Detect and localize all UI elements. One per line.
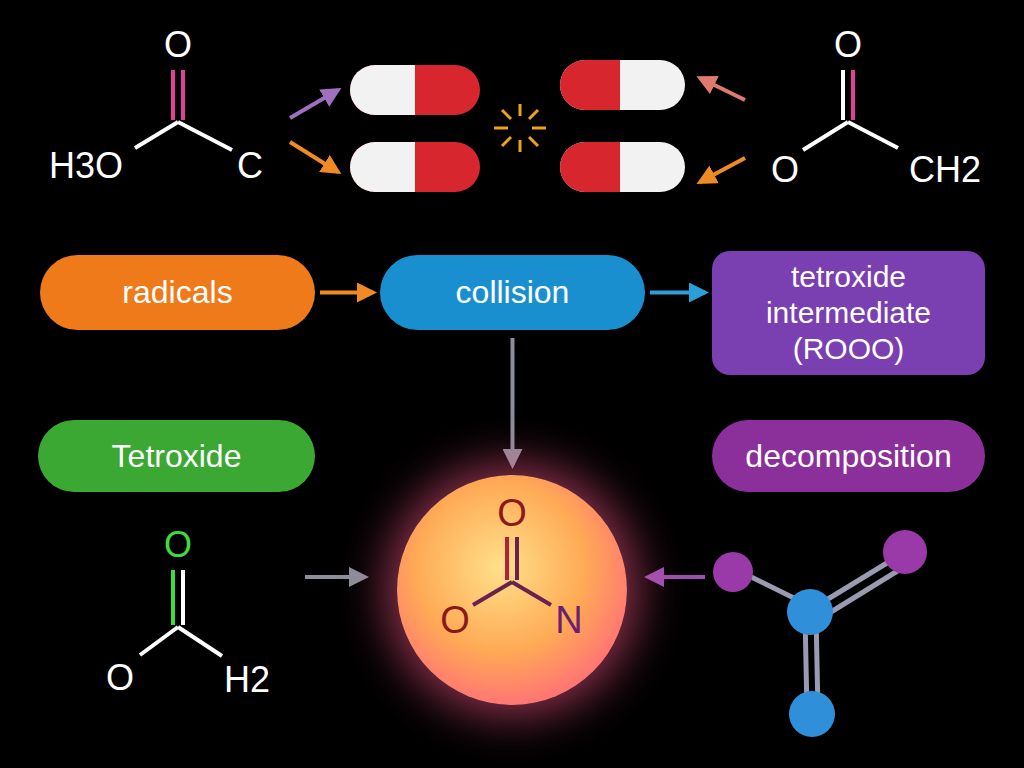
reaction-arrow [700, 158, 745, 182]
atom-symbol: O [771, 152, 799, 188]
capsule-half [560, 60, 685, 110]
atom-ball [789, 691, 835, 737]
reaction-arrow [290, 90, 338, 118]
single-bond [473, 582, 512, 605]
atom-symbol: N [555, 601, 582, 639]
atom-symbol: CH2 [909, 152, 981, 188]
burst-ray [529, 137, 538, 146]
double-bond [181, 70, 185, 120]
single-bond [512, 582, 551, 605]
flow-arrow [650, 291, 705, 295]
atom-symbol: H2 [224, 662, 270, 698]
capsule [560, 60, 685, 110]
collision-burst [494, 104, 546, 152]
process-pill: decomposition [712, 420, 985, 492]
burst-ray [532, 127, 546, 130]
capsule-half [350, 65, 415, 115]
atom-symbol: O [106, 660, 134, 696]
reaction-arrow [305, 575, 365, 579]
process-box: tetroxide intermediate (ROOO) [712, 251, 985, 375]
atom-symbol: O [834, 27, 862, 63]
atom-symbol: O [164, 27, 192, 63]
burst-ray [494, 127, 508, 130]
node-label: collision [456, 273, 570, 311]
double-bond [171, 70, 175, 120]
double-bond [171, 570, 175, 625]
capsule-half [350, 65, 480, 115]
atom-symbol: O [497, 494, 527, 532]
atom-symbol: C [237, 148, 263, 184]
atom-ball [713, 552, 753, 592]
single-bond [135, 122, 178, 148]
process-pill: Tetroxide [38, 420, 315, 492]
product-circle: O O N [397, 475, 627, 705]
double-bond [841, 70, 845, 120]
reaction-arrow [648, 575, 705, 579]
burst-ray [519, 140, 522, 152]
single-bond [178, 627, 222, 656]
atom-ball [787, 589, 833, 635]
burst-ray [519, 104, 522, 116]
atom-symbol: O [164, 527, 192, 563]
single-bond [505, 537, 509, 580]
burst-ray [502, 110, 511, 119]
single-bond [848, 122, 898, 148]
flow-arrow [320, 291, 373, 295]
capsule-half [350, 142, 415, 192]
double-bond [181, 570, 185, 625]
single-bond [178, 122, 232, 150]
process-pill: collision [380, 255, 645, 330]
node-label: decomposition [745, 437, 951, 475]
burst-ray [502, 137, 511, 146]
capsule [350, 142, 480, 192]
process-pill: radicals [40, 255, 315, 330]
single-bond [803, 122, 848, 150]
single-bond [140, 627, 178, 655]
capsule-half [560, 60, 620, 110]
node-label: radicals [122, 273, 232, 311]
flow-arrow [511, 338, 515, 465]
reaction-arrow [700, 78, 745, 100]
capsule-half [350, 142, 480, 192]
molecule-model [713, 530, 927, 737]
atom-symbol: H3O [49, 148, 123, 184]
double-bond [851, 70, 855, 120]
atom-symbol: O [440, 601, 470, 639]
burst-ray [529, 110, 538, 119]
node-label: tetroxide intermediate (ROOO) [730, 259, 967, 367]
node-label: Tetroxide [112, 437, 242, 475]
capsule [560, 142, 685, 192]
reaction-arrow [290, 142, 338, 172]
capsule-half [560, 142, 685, 192]
single-bond [515, 537, 519, 580]
capsule-half [560, 142, 620, 192]
atom-ball [883, 530, 927, 574]
capsule [350, 65, 480, 115]
